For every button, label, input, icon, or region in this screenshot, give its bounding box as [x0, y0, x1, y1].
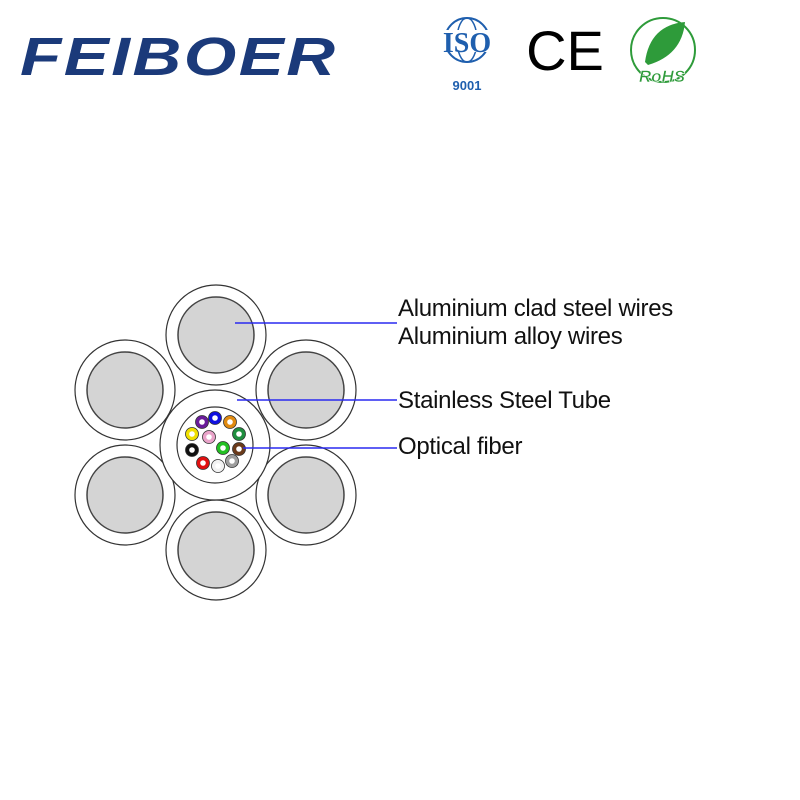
wire-core	[177, 511, 255, 589]
fiber-core	[200, 460, 206, 466]
fiber-core	[189, 431, 195, 437]
fiber-core	[227, 419, 233, 425]
label-aluminium-clad-steel-wires: Aluminium clad steel wires	[398, 295, 673, 322]
optical-fibers	[185, 411, 246, 473]
fiber-core	[189, 447, 195, 453]
fiber-core	[229, 458, 235, 464]
wire-core	[267, 351, 345, 429]
brand-logo: FEIBOER	[20, 27, 338, 87]
fiber-core	[206, 434, 212, 440]
iso-9001-logo: ISO 9001	[428, 17, 506, 93]
wire-core	[86, 456, 164, 534]
outer-wires	[74, 284, 357, 601]
fiber-core	[220, 445, 226, 451]
ce-mark: CE	[526, 19, 604, 82]
label-optical-fiber: Optical fiber	[398, 433, 523, 460]
iso-logo-text: ISO	[443, 28, 491, 59]
rohs-logo-text: RoHS	[639, 67, 686, 86]
fiber-core	[236, 431, 242, 437]
label-aluminium-alloy-wires: Aluminium alloy wires	[398, 323, 623, 350]
wire-core	[86, 351, 164, 429]
wire-core	[267, 456, 345, 534]
fiber-core	[215, 463, 221, 469]
label-stainless-steel-tube: Stainless Steel Tube	[398, 387, 611, 414]
rohs-logo: RoHS	[630, 17, 696, 86]
fiber-core	[199, 419, 205, 425]
fiber-core	[212, 415, 218, 421]
wire-core	[177, 296, 255, 374]
iso-logo-sub: 9001	[453, 78, 482, 93]
fiber-core	[236, 446, 242, 452]
